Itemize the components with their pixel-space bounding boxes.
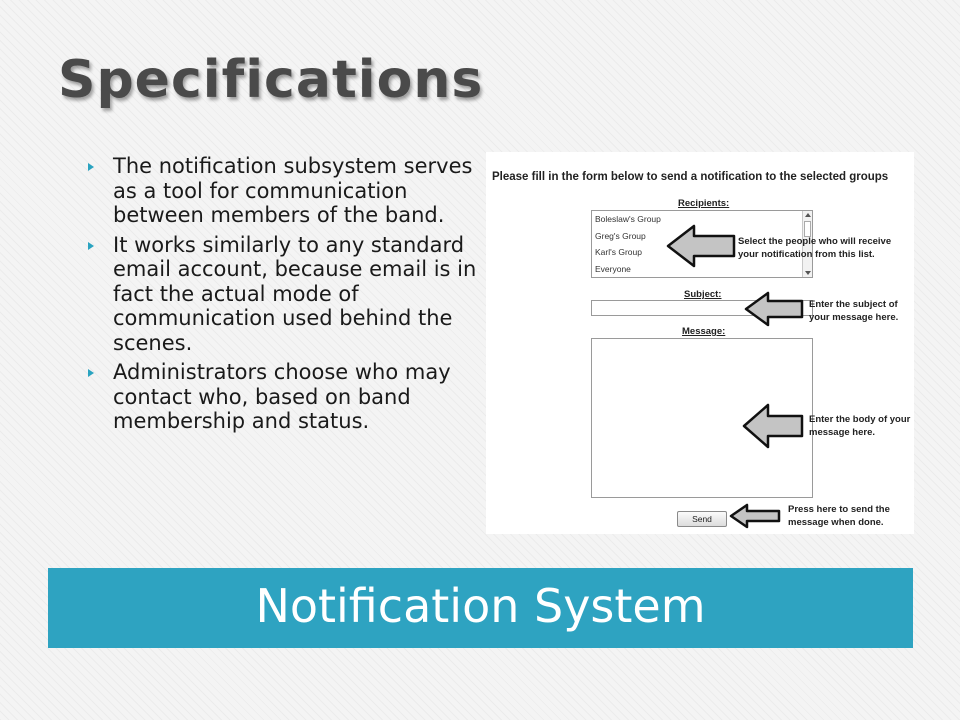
send-button[interactable]: Send	[677, 511, 727, 527]
recipient-option[interactable]: Karl's Group	[595, 247, 642, 257]
bullet-item: The notification subsystem serves as a t…	[86, 154, 486, 228]
bullet-text: Administrators choose who may contact wh…	[113, 360, 451, 433]
message-label: Message:	[682, 326, 726, 337]
title-banner: Notification System	[48, 568, 913, 648]
slide-title: Specifications	[58, 50, 484, 110]
bullet-arrow-icon	[88, 163, 94, 171]
scroll-thumb[interactable]	[804, 221, 811, 237]
recipients-listbox[interactable]: Boleslaw's Group Greg's Group Karl's Gro…	[591, 210, 813, 278]
subject-note: Enter the subject of your message here.	[809, 299, 899, 323]
left-arrow-icon	[742, 403, 804, 449]
notification-form-screenshot: Please fill in the form below to send a …	[486, 152, 914, 534]
bullet-list: The notification subsystem serves as a t…	[86, 154, 486, 439]
bullet-text: The notification subsystem serves as a t…	[113, 154, 473, 227]
recipient-option[interactable]: Boleslaw's Group	[595, 214, 661, 224]
recipients-scrollbar[interactable]	[802, 211, 812, 277]
left-arrow-icon	[729, 503, 781, 529]
form-instruction: Please fill in the form below to send a …	[492, 171, 889, 183]
recipient-option[interactable]: Greg's Group	[595, 230, 646, 241]
scroll-up-icon[interactable]	[805, 213, 811, 217]
bullet-item: Administrators choose who may contact wh…	[86, 360, 486, 434]
left-arrow-icon	[744, 291, 804, 327]
send-note: Press here to send the message when done…	[788, 504, 890, 528]
message-note: Enter the body of your message here.	[809, 414, 911, 438]
recipients-note: Select the people who will receive your …	[738, 236, 892, 260]
bullet-text: It works similarly to any standard email…	[113, 232, 477, 355]
recipient-option[interactable]: Everyone	[595, 263, 631, 274]
bullet-arrow-icon	[88, 369, 94, 377]
left-arrow-icon	[666, 224, 736, 268]
bullet-item: It works similarly to any standard email…	[86, 233, 486, 356]
bullet-arrow-icon	[88, 241, 94, 250]
recipients-label: Recipients:	[678, 198, 730, 209]
subject-label: Subject:	[684, 289, 722, 300]
scroll-down-icon[interactable]	[805, 271, 811, 275]
